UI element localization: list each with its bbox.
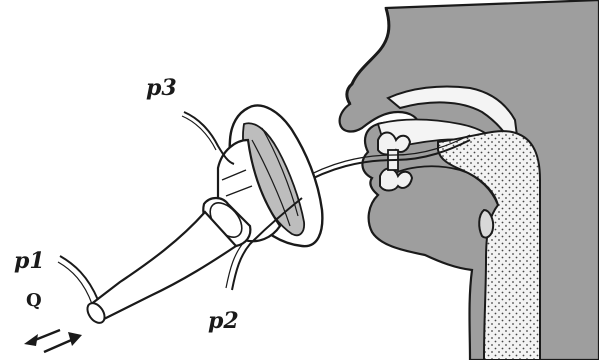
flow-tube bbox=[90, 212, 236, 320]
label-p3: p3 bbox=[146, 75, 177, 101]
epiglottis bbox=[479, 210, 493, 238]
head-silhouette bbox=[340, 0, 599, 360]
label-flow-q: Q bbox=[26, 290, 42, 311]
label-p2: p2 bbox=[208, 308, 239, 334]
flow-arrows bbox=[24, 330, 82, 352]
label-p1: p1 bbox=[14, 248, 45, 274]
mask-assembly bbox=[84, 105, 322, 326]
p1-sensing-line bbox=[60, 256, 98, 300]
